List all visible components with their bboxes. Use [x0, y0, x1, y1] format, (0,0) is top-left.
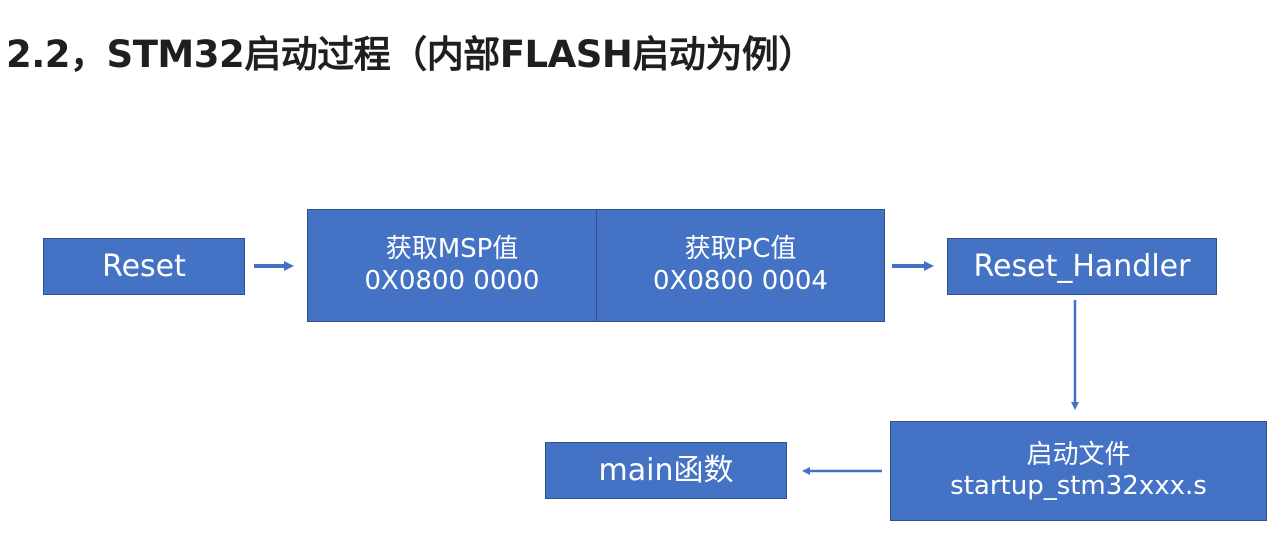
startup-file-node: 启动文件 startup_stm32xxx.s [890, 421, 1267, 521]
msp-address: 0X0800 0000 [364, 265, 540, 296]
reset-node-label: Reset [102, 248, 186, 284]
startup-file-name: startup_stm32xxx.s [950, 471, 1207, 501]
page-title: 2.2，STM32启动过程（内部FLASH启动为例） [6, 33, 815, 76]
get-msp-label: 获取MSP值 [385, 234, 519, 265]
reset-node: Reset [43, 238, 245, 295]
get-pc-node: 获取PC值 0X0800 0004 [596, 209, 885, 322]
get-pc-label: 获取PC值 [684, 234, 797, 265]
pc-address: 0X0800 0004 [653, 265, 828, 296]
startup-file-label: 启动文件 [1026, 439, 1131, 470]
main-function-label: main函数 [598, 452, 734, 488]
main-function-node: main函数 [545, 442, 787, 499]
reset-handler-node: Reset_Handler [947, 238, 1217, 295]
reset-handler-label: Reset_Handler [973, 248, 1191, 284]
